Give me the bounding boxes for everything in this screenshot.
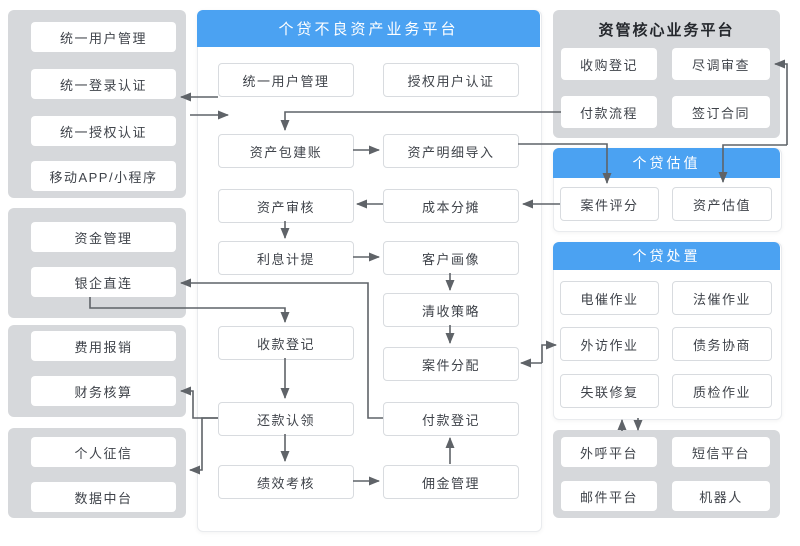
node-purchase-register: 收购登记 [561, 48, 657, 80]
node-financial-accounting: 财务核算 [31, 376, 176, 406]
node-asset-valuation: 资产估值 [672, 187, 772, 221]
loan-valuation-header: 个贷估值 [553, 148, 780, 178]
node-robot: 机器人 [672, 481, 770, 511]
node-mobile-app-miniprogram: 移动APP/小程序 [31, 161, 176, 191]
node-lost-contact-repair: 失联修复 [560, 374, 659, 408]
node-asset-review: 资产审核 [218, 189, 354, 223]
npl-platform-header: 个贷不良资产业务平台 [197, 10, 540, 47]
node-case-scoring: 案件评分 [560, 187, 659, 221]
loan-disposal-header: 个贷处置 [553, 242, 780, 270]
node-due-diligence-review: 尽调审查 [672, 48, 770, 80]
node-asset-package-ledger: 资产包建账 [218, 134, 354, 168]
node-unified-authorization-auth: 统一授权认证 [31, 116, 176, 146]
node-debt-negotiation: 债务协商 [672, 327, 772, 361]
node-expense-reimbursement: 费用报销 [31, 331, 176, 361]
node-email-platform: 邮件平台 [561, 481, 657, 511]
node-customer-profile: 客户画像 [383, 241, 519, 275]
node-cost-allocation: 成本分摊 [383, 189, 519, 223]
node-contract-signing: 签订合同 [672, 96, 770, 128]
node-quality-inspection: 质检作业 [672, 374, 772, 408]
node-payment-register: 付款登记 [383, 402, 519, 436]
node-collection-strategy: 清收策略 [383, 293, 519, 327]
node-personal-credit: 个人征信 [31, 437, 176, 467]
node-repayment-claim: 还款认领 [218, 402, 354, 436]
node-asset-detail-import: 资产明细导入 [383, 134, 519, 168]
node-collection-register: 收款登记 [218, 326, 354, 360]
node-field-visit: 外访作业 [560, 327, 659, 361]
node-performance-appraisal: 绩效考核 [218, 465, 354, 499]
node-legal-collection: 法催作业 [672, 281, 772, 315]
node-data-middle-platform: 数据中台 [31, 482, 176, 512]
node-outbound-call-platform: 外呼平台 [561, 437, 657, 467]
node-fund-management: 资金管理 [31, 222, 176, 252]
node-bank-enterprise-direct: 银企直连 [31, 267, 176, 297]
node-main-unified-user-management: 统一用户管理 [218, 63, 354, 97]
node-case-assignment: 案件分配 [383, 347, 519, 381]
node-interest-accrual: 利息计提 [218, 241, 354, 275]
node-commission-management: 佣金管理 [383, 465, 519, 499]
node-payment-process: 付款流程 [561, 96, 657, 128]
node-unified-login-auth: 统一登录认证 [31, 69, 176, 99]
node-authorized-user-auth: 授权用户认证 [383, 63, 519, 97]
node-unified-user-management: 统一用户管理 [31, 22, 176, 52]
node-sms-platform: 短信平台 [672, 437, 770, 467]
amc-core-platform-title: 资管核心业务平台 [598, 22, 735, 39]
node-tele-collection: 电催作业 [560, 281, 659, 315]
